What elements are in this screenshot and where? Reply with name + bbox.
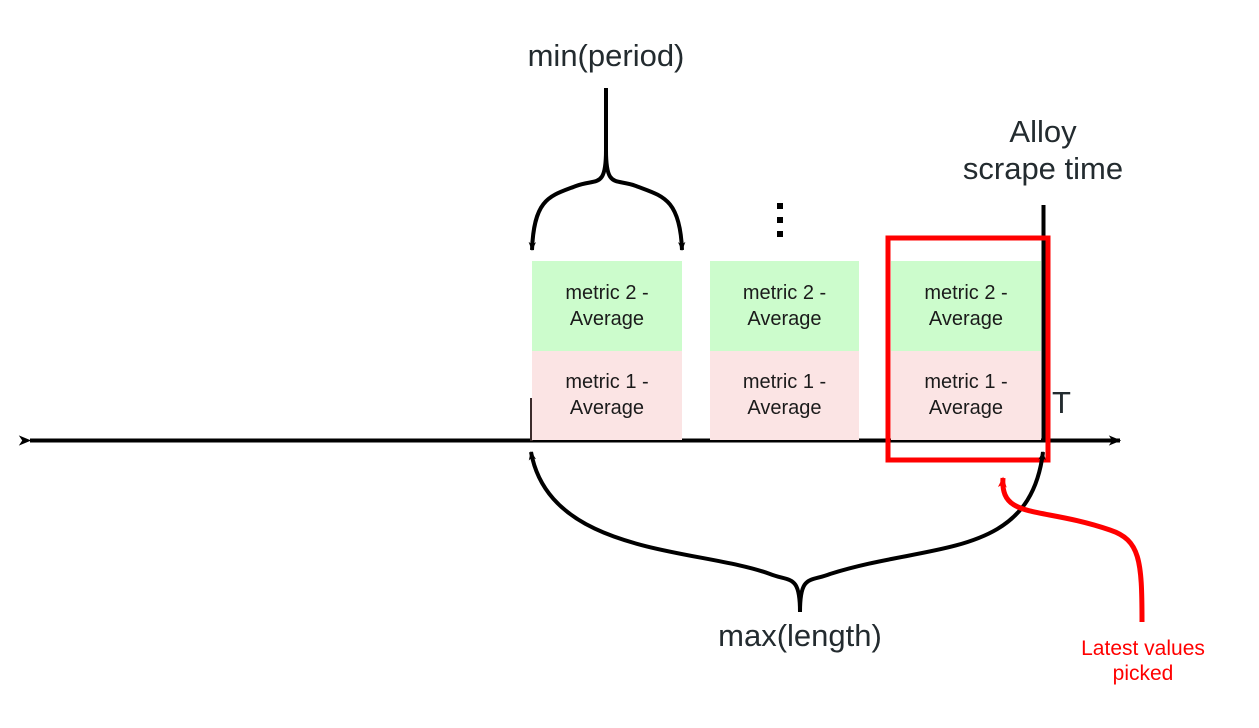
period-1-metric1-cell: metric 1 - Average (532, 350, 682, 440)
ellipsis-dot-3 (777, 231, 783, 237)
ellipsis-dot-1 (777, 203, 783, 209)
vertical-ellipsis-icon (776, 203, 784, 237)
period-3-box[interactable]: metric 2 - Average metric 1 - Average (891, 261, 1041, 440)
max-length-left-arm (528, 451, 802, 613)
time-axis-label: T (1052, 385, 1071, 420)
max-length-label: max(length) (718, 618, 882, 653)
latest-values-callout-arrow (997, 476, 1145, 623)
ellipsis-dot-2 (777, 217, 783, 223)
latest-values-highlight-rect (885, 235, 1051, 463)
min-period-left-arm (528, 149, 608, 251)
max-length-brace (528, 451, 1046, 613)
min-period-brace (528, 88, 686, 251)
period-2-box[interactable]: metric 2 - Average metric 1 - Average (710, 261, 859, 440)
period-2-metric1-cell: metric 1 - Average (710, 350, 859, 440)
period-2-metric2-cell: metric 2 - Average (710, 261, 859, 351)
latest-values-picked-label: Latest values picked (1081, 637, 1205, 685)
period-3-metric1-cell: metric 1 - Average (891, 350, 1041, 440)
period-3-metric2-cell: metric 2 - Average (891, 261, 1041, 351)
alloy-scrape-time-label: Alloy scrape time (962, 114, 1124, 186)
max-length-right-arm (798, 451, 1046, 613)
period-1-metric2-cell: metric 2 - Average (532, 261, 682, 351)
latest-values-callout-path (997, 476, 1145, 623)
period-1-box[interactable]: metric 2 - Average metric 1 - Average (532, 261, 682, 440)
min-period-right-arm (604, 149, 686, 251)
min-period-label: min(period) (527, 38, 685, 73)
